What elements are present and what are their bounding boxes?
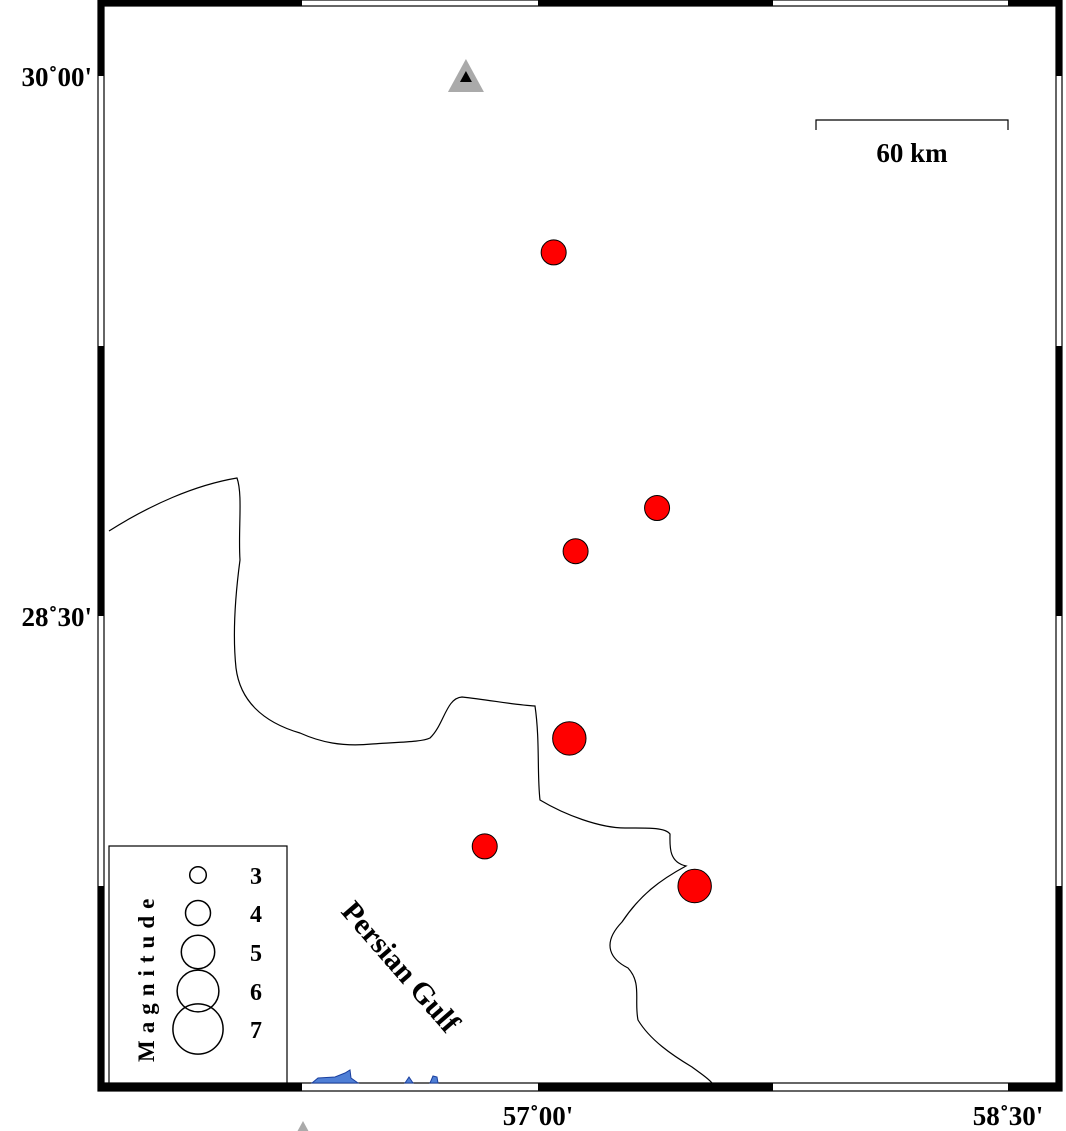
legend-entries: 3 4 5 6 7 xyxy=(172,864,262,1055)
lat-tick-label: 30˚00' xyxy=(22,62,93,92)
frame-bar-right xyxy=(1056,886,1062,1091)
earthquake-event-marker[interactable] xyxy=(562,538,589,565)
station-triangle-icon[interactable] xyxy=(447,59,484,92)
lon-tick-label: 57˚00' xyxy=(503,1101,574,1131)
scale-bar-line xyxy=(815,119,1009,130)
earthquake-event-marker[interactable] xyxy=(540,239,567,266)
legend-magnitude-label: 7 xyxy=(250,1018,262,1044)
frame-bar-left xyxy=(98,0,104,76)
legend-magnitude-label: 6 xyxy=(250,980,262,1006)
water-patch-2 xyxy=(404,1075,439,1084)
coastline xyxy=(108,477,713,1084)
tick-labels: 57˚00' 58˚30' 30˚00' 28˚30' xyxy=(22,62,1044,1131)
frame-bar-top xyxy=(538,0,773,6)
earthquake-event-marker[interactable] xyxy=(677,868,712,904)
frame-bar-right xyxy=(1056,0,1062,76)
frame-bar-bottom xyxy=(1008,1083,1062,1091)
frame-ticks xyxy=(97,0,1063,1092)
frame-bar-top xyxy=(1008,0,1062,6)
legend-circle-icon xyxy=(180,934,216,970)
earthquake-event-marker[interactable] xyxy=(644,495,671,521)
legend-circle-icon xyxy=(172,1003,224,1055)
lat-tick-label: 28˚30' xyxy=(22,602,93,632)
frame-bar-top xyxy=(98,0,302,6)
legend: Magnitude 3 4 5 6 7 xyxy=(108,845,288,1084)
earthquake-event-marker[interactable] xyxy=(552,721,587,756)
events-layer xyxy=(471,239,712,904)
legend-circle-icon xyxy=(176,969,220,1013)
water-patch xyxy=(310,1069,360,1084)
legend-circle-icon xyxy=(188,865,208,885)
frame-bar-bottom xyxy=(98,1083,302,1091)
legend-title: Magnitude xyxy=(134,892,159,1062)
station-triangle-icon[interactable] xyxy=(285,1121,321,1131)
scale-bar: 60 km xyxy=(815,119,1009,168)
legend-magnitude-label: 3 xyxy=(250,864,262,890)
frame-bar-right xyxy=(1056,346,1062,616)
scale-bar-label: 60 km xyxy=(876,138,948,168)
earthquake-event-marker[interactable] xyxy=(471,833,498,860)
frame-bar-bottom xyxy=(538,1083,773,1091)
frame-bar-left xyxy=(98,886,104,1091)
legend-circle-icon xyxy=(184,899,212,927)
stations-layer xyxy=(285,59,484,1131)
lon-tick-label: 58˚30' xyxy=(973,1101,1044,1131)
legend-magnitude-label: 5 xyxy=(250,941,262,967)
legend-magnitude-label: 4 xyxy=(250,902,262,928)
legend-box xyxy=(108,845,288,1084)
frame-bar-left xyxy=(98,346,104,616)
